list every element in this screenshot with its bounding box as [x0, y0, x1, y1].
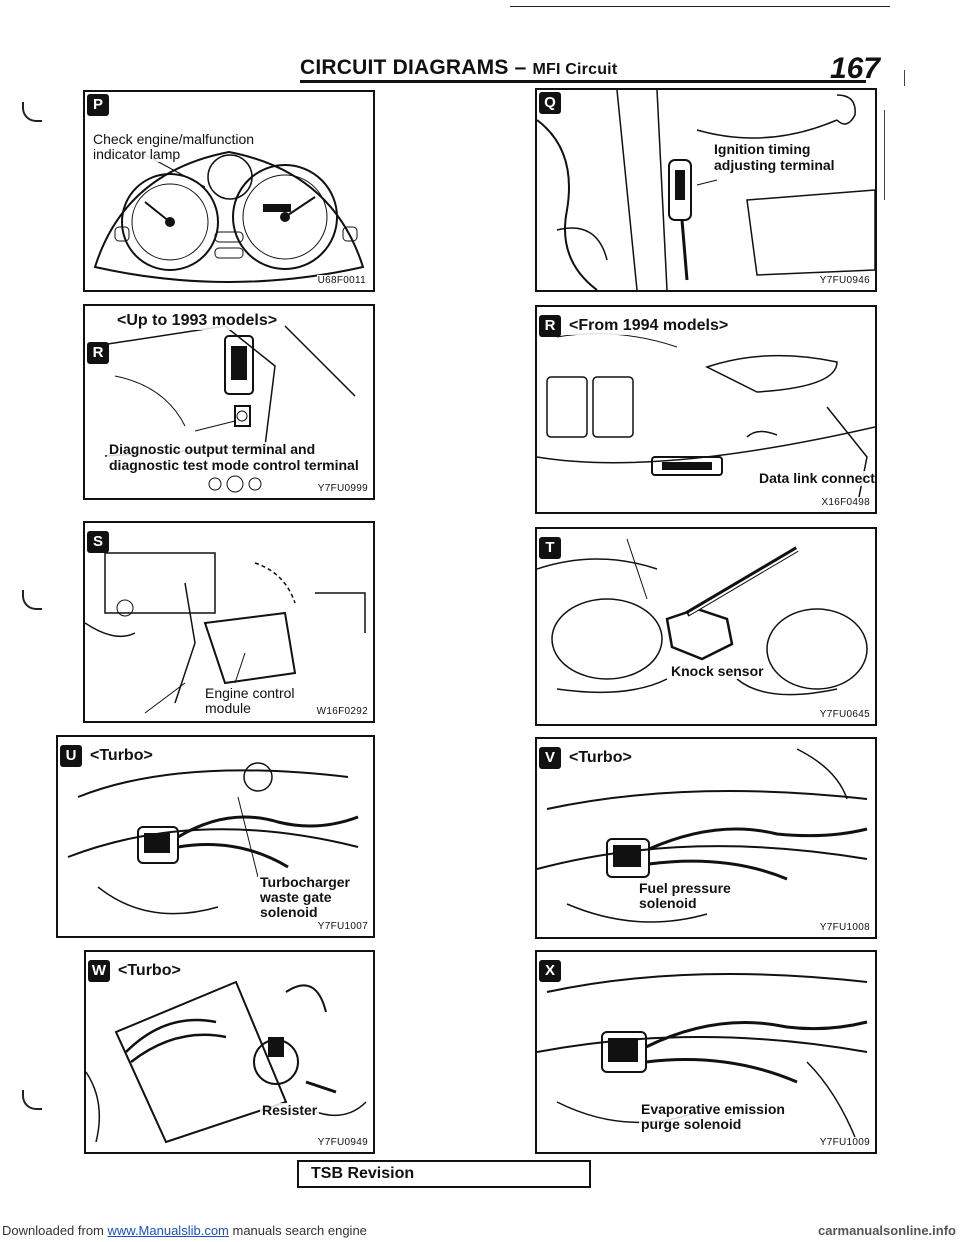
panel-heading: <Turbo> — [116, 962, 183, 980]
panel-heading: <From 1994 models> — [567, 317, 731, 335]
panel-badge: R — [539, 315, 561, 337]
callout-label: purge solenoid — [639, 1116, 744, 1132]
download-notice: Downloaded from www.Manualslib.com manua… — [2, 1220, 367, 1242]
callout-label: Resister — [260, 1102, 320, 1118]
panel-badge: T — [539, 537, 561, 559]
figure-code: Y7FU1009 — [818, 1137, 871, 1148]
callout-label: module — [203, 700, 253, 716]
margin-tick — [904, 70, 905, 86]
top-rule — [510, 6, 890, 7]
figure-code: Y7FU0645 — [818, 709, 871, 720]
figure-code: Y7FU0949 — [316, 1137, 369, 1148]
page-title: CIRCUIT DIAGRAMS – MFI Circuit — [300, 56, 617, 80]
engine-control-module-illustration — [85, 552, 366, 714]
callout-label: waste gate — [258, 889, 334, 905]
panel-r-up-to-1993: R <Up to 1993 models> Diagnostic output … — [83, 304, 375, 500]
panel-heading: <Turbo> — [567, 749, 634, 767]
callout-label: diagnostic test mode control terminal — [107, 457, 361, 473]
callout-label: Diagnostic output terminal and — [107, 441, 318, 457]
download-prefix: Downloaded from — [2, 1223, 108, 1238]
panel-badge: U — [60, 745, 82, 767]
figure-code: Y7FU1007 — [316, 921, 369, 932]
binder-mark — [22, 590, 42, 610]
title-separator: – — [508, 56, 533, 79]
panel-x: X Evaporative emission purge solenoid Y7… — [535, 950, 877, 1154]
instrument-cluster-illustration — [93, 150, 365, 283]
binder-mark — [22, 102, 42, 122]
callout-label: Knock sensor — [669, 663, 766, 679]
panel-badge: V — [539, 747, 561, 769]
resister-illustration — [86, 980, 367, 1144]
watermark-text: carmanualsonline.info — [818, 1223, 956, 1238]
knock-sensor-illustration — [537, 538, 868, 696]
figure-code: U68F0011 — [316, 275, 367, 286]
margin-tick — [884, 110, 885, 200]
purge-solenoid-illustration — [537, 973, 868, 1143]
callout-label: indicator lamp — [91, 146, 183, 162]
callout-label: solenoid — [258, 904, 320, 920]
panel-t: T Knock sensor Y7FU0645 — [535, 527, 877, 726]
binder-mark — [22, 1090, 42, 1110]
page-footer: Downloaded from www.Manualslib.com manua… — [0, 1220, 960, 1242]
panel-badge: X — [539, 960, 561, 982]
panel-badge: P — [87, 94, 109, 116]
panel-u: U <Turbo> Turbocharger waste gate soleno… — [56, 735, 375, 938]
figure-code: Y7FU0946 — [818, 275, 871, 286]
panel-heading: <Up to 1993 models> — [115, 312, 280, 330]
page-header: CIRCUIT DIAGRAMS – MFI Circuit 167 — [300, 52, 880, 92]
tsb-revision-box: TSB Revision — [297, 1160, 591, 1188]
panel-s: S Engine control module W16F0292 — [83, 521, 375, 723]
panel-r-from-1994: R <From 1994 models> Data link connector… — [535, 305, 877, 514]
callout-label: Data link connector — [757, 471, 875, 486]
callout-label: Fuel pressure — [637, 880, 733, 896]
figure-code: Y7FU0999 — [316, 483, 369, 494]
ignition-terminal-illustration — [537, 90, 875, 290]
figure-code: X16F0498 — [820, 497, 871, 508]
tsb-revision-label: TSB Revision — [311, 1165, 415, 1182]
panel-badge: S — [87, 531, 109, 553]
panel-q: Q Ignition timing adjusting terminal Y7F… — [535, 88, 877, 292]
title-text: CIRCUIT DIAGRAMS — [300, 56, 509, 79]
panel-badge: R — [87, 342, 109, 364]
callout-label: Engine control — [203, 685, 297, 701]
callout-label: Turbocharger — [258, 874, 352, 890]
panel-v: V <Turbo> Fuel pressure solenoid Y7FU100… — [535, 737, 877, 939]
panel-badge: Q — [539, 92, 561, 114]
panel-badge: W — [88, 960, 110, 982]
manualslib-link[interactable]: www.Manualslib.com — [107, 1223, 229, 1238]
panel-p: P Check engine/malfunction indicator lam… — [83, 90, 375, 292]
download-suffix: manuals search engine — [228, 1223, 367, 1238]
fuel-pressure-solenoid-illustration — [537, 748, 868, 923]
panel-heading: <Turbo> — [88, 747, 155, 765]
callout-label: Ignition timing — [712, 141, 813, 157]
page-number: 167 — [829, 52, 880, 85]
panel-w: W <Turbo> Resister Y7FU0949 — [84, 950, 375, 1154]
callout-label: Check engine/malfunction — [91, 131, 257, 147]
waste-gate-solenoid-illustration — [67, 762, 359, 915]
callout-label: Evaporative emission — [639, 1101, 787, 1117]
callout-label: solenoid — [637, 895, 699, 911]
header-rule — [300, 80, 866, 83]
figure-code: Y7FU1008 — [818, 922, 871, 933]
figure-code: W16F0292 — [315, 706, 369, 717]
title-subtitle: MFI Circuit — [532, 61, 618, 78]
callout-label: adjusting terminal — [712, 157, 837, 173]
